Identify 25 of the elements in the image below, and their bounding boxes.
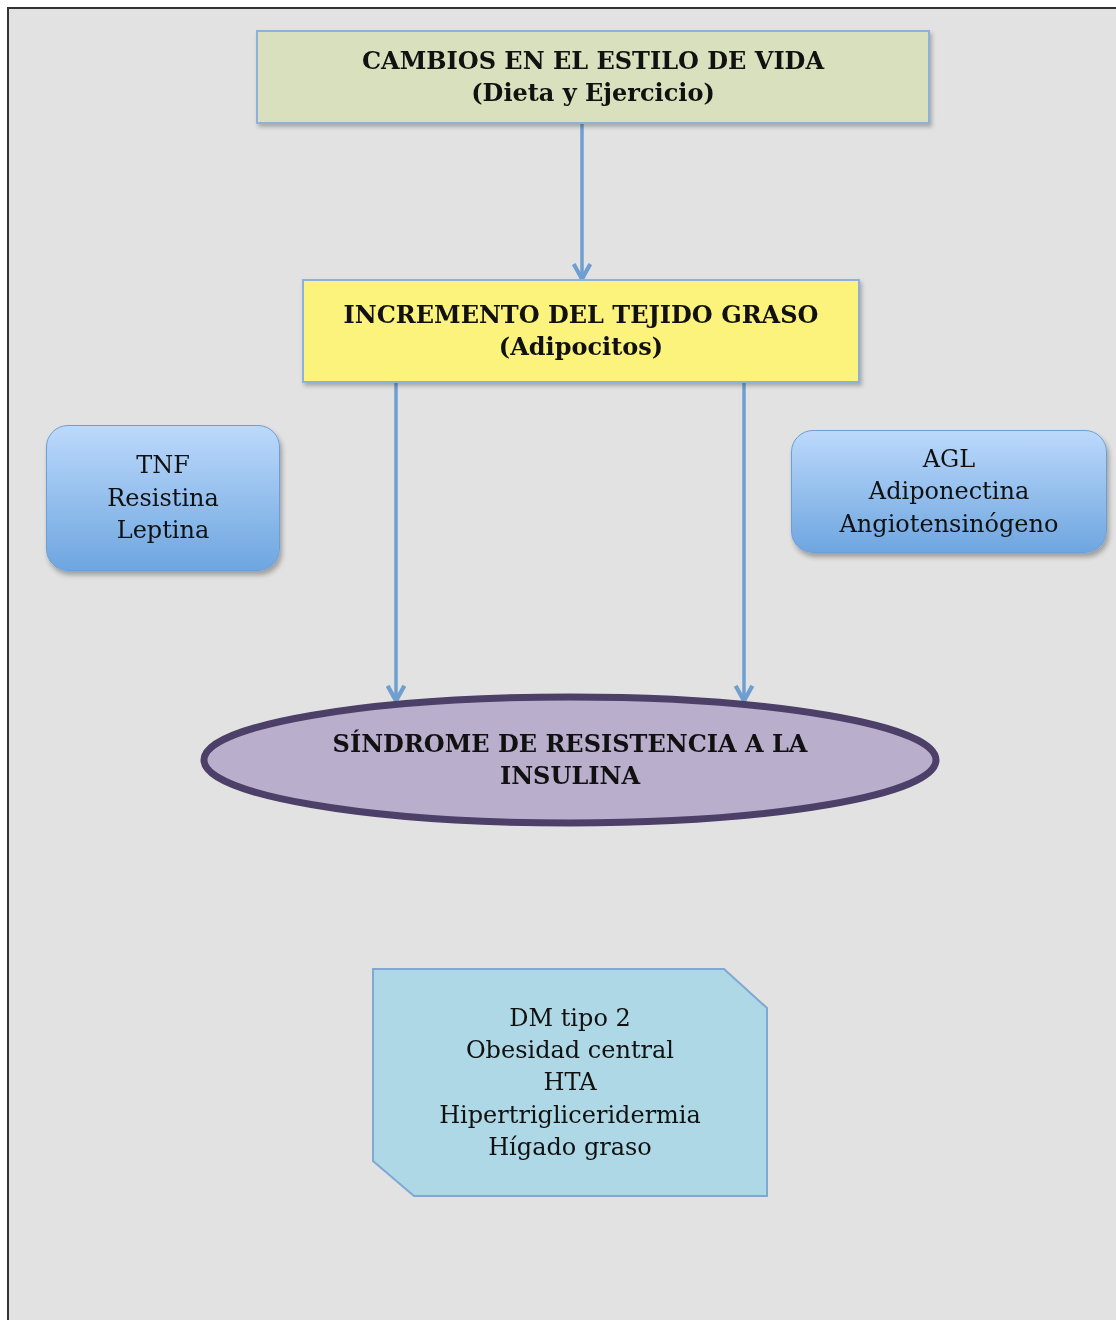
- node-text: Resistina: [107, 482, 219, 514]
- arrow: [733, 383, 755, 703]
- ellipse-node: [200, 693, 940, 827]
- node-text: INCREMENTO DEL TEJIDO GRASO: [343, 298, 819, 331]
- node-text: DM tipo 2: [509, 1002, 631, 1034]
- node-text: CAMBIOS EN EL ESTILO DE VIDA: [361, 44, 825, 77]
- node-text: Adiponectina: [868, 476, 1030, 508]
- node-text: Hígado graso: [488, 1132, 652, 1164]
- node-text: (Adipocitos): [498, 331, 664, 363]
- rounded-box: [791, 430, 1107, 553]
- node-text: (Dieta y Ejercicio): [471, 77, 715, 109]
- node-text: SÍNDROME DE RESISTENCIA A LA INSULINA: [331, 727, 809, 792]
- process-box: [256, 30, 930, 124]
- node-text: AGL: [922, 443, 976, 475]
- arrow: [385, 383, 407, 703]
- note-box: [372, 968, 768, 1197]
- node-text: Leptina: [116, 515, 210, 547]
- node-text: Obesidad central: [465, 1034, 675, 1066]
- node-text: HTA: [543, 1067, 597, 1099]
- rounded-box: [46, 425, 280, 571]
- node-text: Angiotensinógeno: [839, 508, 1059, 540]
- arrow: [571, 124, 593, 282]
- process-box: [302, 279, 860, 383]
- node-text: TNF: [136, 450, 190, 482]
- node-text: Hipertrigliceridermia: [439, 1099, 701, 1131]
